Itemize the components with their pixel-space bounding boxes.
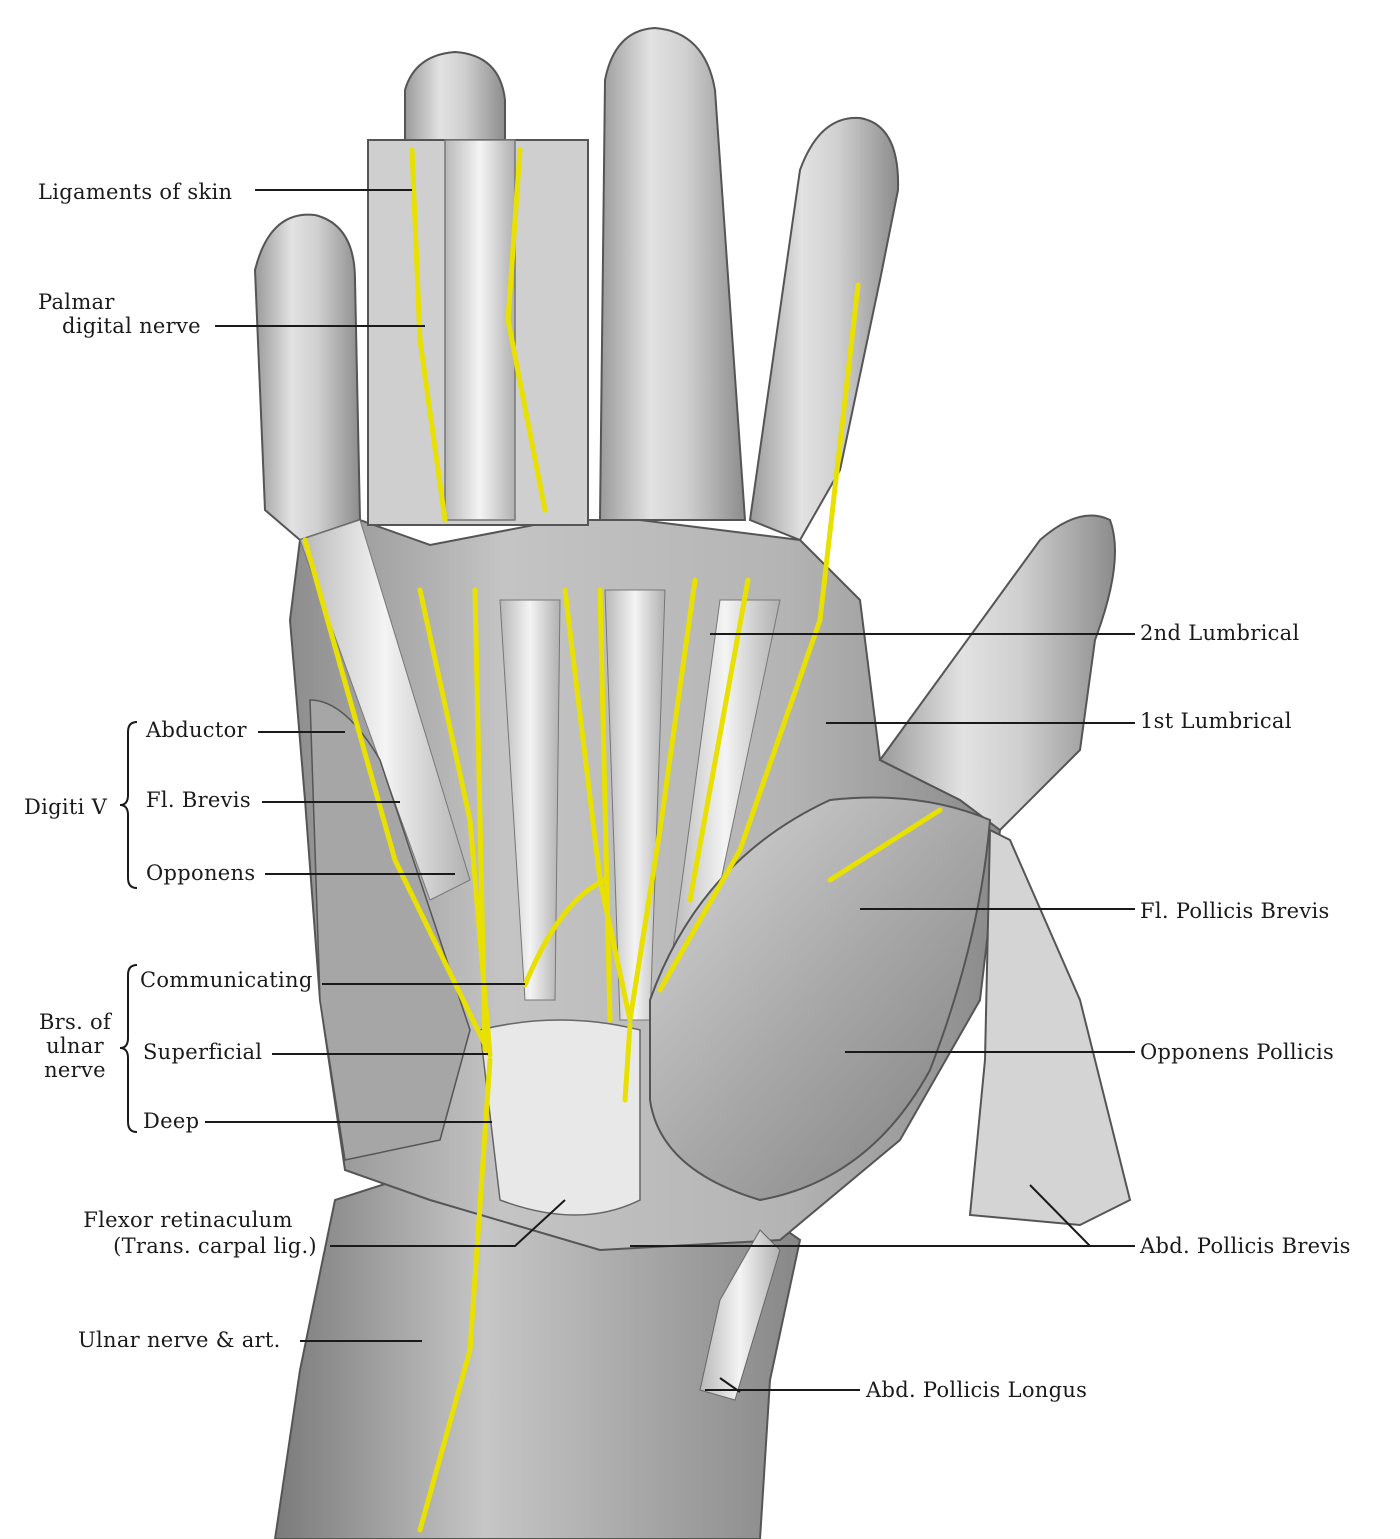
label-palmar-digital-nerve-line1: Palmar [38, 290, 115, 314]
index-finger [748, 116, 900, 542]
label-fl-pollicis-brevis: Fl. Pollicis Brevis [1140, 899, 1330, 923]
flexor-retinaculum [479, 1019, 641, 1216]
label-brs-line1: Brs. of [38, 1010, 112, 1034]
label-brs-line3: nerve [44, 1058, 106, 1082]
label-ligaments-of-skin: Ligaments of skin [38, 180, 233, 204]
label-deep: Deep [143, 1109, 200, 1133]
label-1st-lumbrical: 1st Lumbrical [1140, 709, 1292, 733]
label-opponens: Opponens [146, 861, 256, 885]
label-communicating: Communicating [140, 968, 313, 992]
label-palmar-digital-nerve-line2: digital nerve [62, 314, 201, 338]
leader-lines [119, 189, 1135, 1393]
little-finger [253, 213, 362, 542]
middle-finger [598, 26, 747, 521]
label-fl-brevis: Fl. Brevis [146, 788, 251, 812]
label-flexor-retinaculum-line2: (Trans. carpal lig.) [113, 1234, 317, 1258]
label-ulnar-nerve-art: Ulnar nerve & art. [78, 1328, 281, 1352]
label-abd-pollicis-brevis: Abd. Pollicis Brevis [1140, 1234, 1351, 1258]
label-abductor: Abductor [146, 718, 247, 742]
flexor-tendons [299, 519, 781, 1021]
label-brs-line2: ulnar [46, 1034, 104, 1058]
label-2nd-lumbrical: 2nd Lumbrical [1140, 621, 1300, 645]
label-flexor-retinaculum-line1: Flexor retinaculum [83, 1208, 293, 1232]
reflected-muscle-flap [968, 828, 1132, 1227]
thenar-eminence [649, 796, 992, 1202]
apl-tendon [699, 1229, 781, 1401]
label-digiti-v: Digiti V [24, 795, 108, 819]
thumb [878, 514, 1116, 832]
label-abd-pollicis-longus: Abd. Pollicis Longus [866, 1378, 1088, 1402]
label-opponens-pollicis: Opponens Pollicis [1140, 1040, 1335, 1064]
nerves [302, 147, 943, 1533]
ring-finger-tendon-sheath [444, 139, 516, 521]
ring-finger [404, 50, 506, 141]
label-superficial: Superficial [143, 1040, 263, 1064]
